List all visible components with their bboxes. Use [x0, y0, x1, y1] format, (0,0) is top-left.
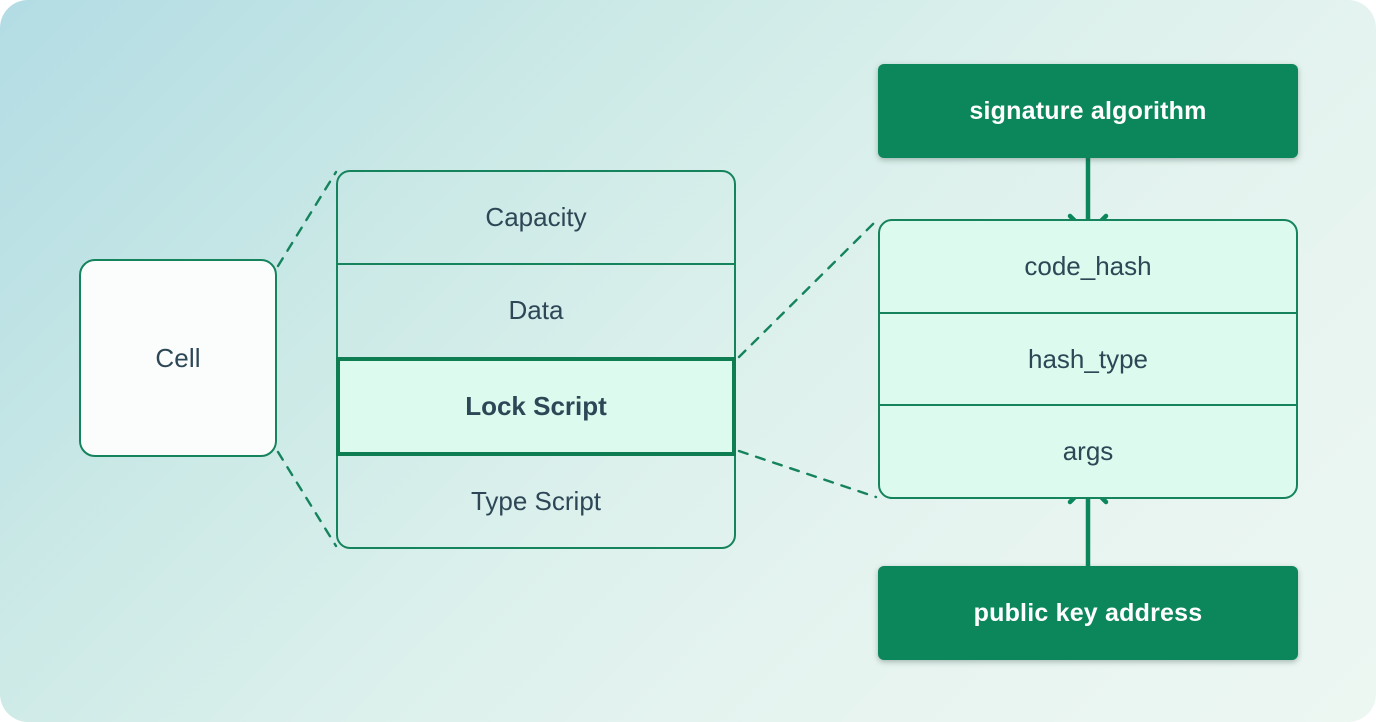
- cell-field-lock-script-label: Lock Script: [465, 390, 607, 421]
- script-field-hash-type-label: hash_type: [1028, 343, 1148, 374]
- cell-field-type-script-label: Type Script: [470, 485, 602, 516]
- connector-lock-script-to-script-bottom: [737, 449, 878, 499]
- public-key-address-node[interactable]: public key address: [878, 566, 1298, 660]
- script-field-code-hash-label: code_hash: [1024, 250, 1152, 281]
- script-field-args-label: args: [1062, 436, 1114, 467]
- signature-algorithm-label: signature algorithm: [969, 96, 1207, 125]
- cell-field-type-script[interactable]: Type Script: [338, 456, 734, 547]
- script-field-args[interactable]: args: [880, 404, 1296, 497]
- cell-label: Cell: [155, 342, 201, 373]
- signature-algorithm-node[interactable]: signature algorithm: [878, 64, 1298, 158]
- script-field-code-hash[interactable]: code_hash: [880, 221, 1296, 312]
- connector-lock-script-to-script-top: [737, 219, 878, 359]
- cell-field-data[interactable]: Data: [338, 263, 734, 356]
- cell-field-capacity[interactable]: Capacity: [338, 172, 734, 263]
- public-key-address-label: public key address: [973, 598, 1203, 627]
- connector-cell-to-fields-bottom: [276, 450, 338, 548]
- cell-fields-node: Capacity Data Lock Script Type Script: [336, 170, 736, 549]
- cell-field-lock-script[interactable]: Lock Script: [336, 356, 736, 456]
- script-field-hash-type[interactable]: hash_type: [880, 311, 1296, 405]
- cell-node[interactable]: Cell: [79, 259, 277, 457]
- script-fields-node: code_hash hash_type args: [878, 219, 1298, 499]
- connector-cell-to-fields-top: [276, 170, 338, 268]
- cell-field-data-label: Data: [508, 295, 564, 326]
- cell-field-capacity-label: Capacity: [485, 202, 587, 233]
